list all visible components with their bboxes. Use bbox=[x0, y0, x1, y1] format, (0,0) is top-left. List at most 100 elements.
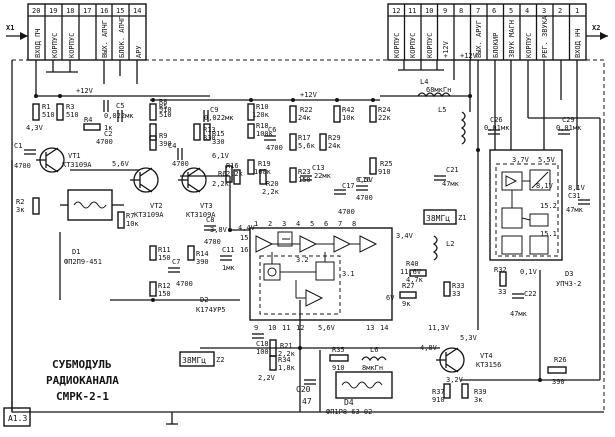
x2-pin-number: 11 bbox=[408, 7, 416, 15]
r9-value: 390 bbox=[159, 140, 172, 148]
r17-ref: R17 bbox=[298, 134, 311, 142]
vt1-value: КТ3109А bbox=[62, 161, 92, 169]
pin-mark: 12 bbox=[296, 324, 304, 332]
r42-value: 10к bbox=[342, 114, 355, 122]
d3-value: УПЧЗ-2 bbox=[556, 280, 581, 288]
r7-value: 10к bbox=[126, 220, 139, 228]
r15-ref: R15 bbox=[212, 130, 225, 138]
voltage-label: 3,4V bbox=[396, 232, 414, 240]
r34-value: 1,8к bbox=[278, 364, 296, 372]
c18-ref: C18 bbox=[256, 340, 269, 348]
c5-value: 0,022мк bbox=[104, 112, 134, 120]
r32-ref: R32 bbox=[494, 266, 507, 274]
c20-ref: C20 bbox=[296, 385, 311, 394]
r7-ref: R7 bbox=[126, 212, 134, 220]
c7-value: 4700 bbox=[176, 280, 193, 288]
r22-value: 24к bbox=[298, 114, 311, 122]
pin-mark: 16 bbox=[240, 246, 248, 254]
x1-pin-number: 17 bbox=[83, 7, 91, 15]
voltage-label: +12V bbox=[76, 87, 94, 95]
c9-ref: C9 bbox=[210, 106, 218, 114]
r8-value: 510 bbox=[159, 106, 172, 114]
d4-ref: D4 bbox=[344, 398, 354, 407]
r39-ref: R39 bbox=[474, 388, 487, 396]
d2-value: К174УР5 bbox=[196, 306, 226, 314]
c26-ref: C26 bbox=[490, 116, 503, 124]
d1-ref: D1 bbox=[72, 248, 80, 256]
voltage-label: 6V bbox=[386, 294, 395, 302]
r24-value: 22к bbox=[378, 114, 391, 122]
r39-value: 3к bbox=[474, 396, 483, 404]
c2-value: 4700 bbox=[96, 138, 113, 146]
r26-ref: R26 bbox=[554, 356, 567, 364]
voltage-label: 3,2V bbox=[446, 376, 464, 384]
junction-dots bbox=[34, 94, 542, 382]
vt1-ref: VT1 bbox=[68, 152, 81, 160]
voltage-label: 6,5V bbox=[356, 176, 374, 184]
x2-pin-number: 8 bbox=[459, 7, 463, 15]
c8-value: 4700 bbox=[204, 238, 221, 246]
filter-d4: D4 ФП1Р8-63-02 bbox=[326, 371, 393, 416]
vt4-ref: VT4 bbox=[480, 352, 493, 360]
x2-pin-number: 6 bbox=[492, 7, 496, 15]
x2-pin-number: 7 bbox=[476, 7, 480, 15]
r14-ref: R14 bbox=[196, 250, 209, 258]
r10-ref: R10 bbox=[256, 103, 269, 111]
r10-value: 120к bbox=[252, 111, 270, 119]
pin-mark: 3 bbox=[282, 220, 286, 228]
r29-ref: R29 bbox=[328, 134, 341, 142]
r17-value: 5,6к bbox=[298, 142, 316, 150]
voltage-label: 5,5V bbox=[538, 156, 556, 164]
title-line: РАДИОКАНАЛА bbox=[46, 374, 119, 387]
x2-pin-label: КОРПУС bbox=[426, 33, 434, 58]
r4-value: 1к bbox=[104, 124, 113, 132]
r37-ref: R37 bbox=[432, 388, 445, 396]
x2-pin-number: 4 bbox=[525, 7, 529, 15]
r29-value: 24к bbox=[328, 142, 341, 150]
z1-value: 38МГц bbox=[426, 214, 450, 223]
l2-ref: L2 bbox=[446, 240, 454, 248]
x1-pin-number: 14 bbox=[133, 7, 141, 15]
voltage-labels: +12V +12V +12V 4,3V 5,6V 6,1V 11,6V 5,6V… bbox=[26, 52, 586, 384]
pin-mark: 11 bbox=[282, 324, 290, 332]
r12-ref: R12 bbox=[158, 282, 171, 290]
r1-ref: R1 bbox=[42, 103, 50, 111]
l4-value: 68мкГн bbox=[426, 86, 451, 94]
c22-ref: C22 bbox=[524, 290, 537, 298]
ic-block-label: 3.1 bbox=[342, 270, 355, 278]
c26-value: 0,01мк bbox=[484, 124, 510, 132]
pin-mark: 7 bbox=[338, 220, 342, 228]
c6-ref: C6 bbox=[268, 126, 276, 134]
r3-value: 510 bbox=[66, 111, 79, 119]
c16-value: 4700 bbox=[356, 194, 373, 202]
ic-d3: 15.1 15.2 D3 УПЧЗ-2 bbox=[489, 149, 581, 288]
c17-value: 4700 bbox=[338, 208, 355, 216]
c7-ref: C7 bbox=[172, 258, 180, 266]
c21-value: 47мк bbox=[442, 180, 460, 188]
ic-block-label: 15.1 bbox=[540, 230, 557, 238]
vt2-ref: VT2 bbox=[150, 202, 163, 210]
c8-ref: C8 bbox=[206, 216, 214, 224]
transistor-vt4: VT4 КТ3156 bbox=[436, 347, 501, 373]
r9-ref: R9 bbox=[159, 132, 167, 140]
r4-ref: R4 bbox=[84, 116, 92, 124]
c2-ref: C2 bbox=[104, 130, 112, 138]
r5-ref: R5 bbox=[159, 103, 167, 111]
x2-pin-label: ЗВУК МАГН bbox=[508, 20, 516, 58]
c17-ref: C17 bbox=[342, 182, 355, 190]
c31-ref: C31 bbox=[568, 192, 581, 200]
capacitors: C1 4700 C2 4700 C4 4700 C5 0,022мк C6 47… bbox=[14, 100, 590, 406]
c29-value: 0,01мк bbox=[556, 124, 582, 132]
c5-ref: C5 bbox=[116, 102, 124, 110]
title-line: СУБМОДУЛЬ bbox=[52, 358, 112, 371]
voltage-label: 11,6V bbox=[400, 268, 422, 276]
l6-value: 8мкГн bbox=[362, 364, 383, 372]
connector-x2-ref: X2 bbox=[592, 24, 600, 32]
voltage-label: 11,3V bbox=[428, 324, 450, 332]
voltage-label: +12V bbox=[300, 91, 318, 99]
x2-pin-number: 2 bbox=[558, 7, 562, 15]
voltage-label: 3,7V bbox=[512, 156, 530, 164]
r35-value: 910 bbox=[332, 364, 345, 372]
x2-pin-label: КОРПУС bbox=[409, 33, 417, 58]
r19-ref: R19 bbox=[258, 160, 271, 168]
